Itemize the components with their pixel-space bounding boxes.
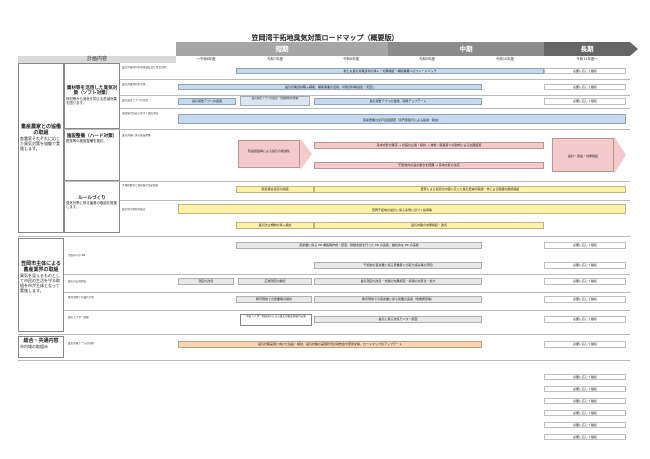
- phase-long: 長期: [544, 42, 630, 56]
- bar-17-cont: 必要に応じて継続: [544, 242, 626, 249]
- bar-6-cont: 必要に応じて継続: [544, 98, 626, 105]
- bar-20: 広域測定の継続: [238, 278, 312, 285]
- bar-12: 環境保全協定の締結: [236, 186, 314, 193]
- item-8: 市民等への PR: [68, 254, 86, 257]
- bar-9: 基本方針の策定 → 計画の立案・検討 → 技術・脱臭者への助成による全面設置: [314, 142, 544, 149]
- year-4: 令和10年度: [496, 57, 514, 61]
- bar-15: 臭気防止規制の導入検討: [236, 222, 314, 229]
- bar-18-cont: 必要に応じて継続: [544, 262, 626, 269]
- bar-26-cont: 必要に応じて継続: [544, 341, 626, 348]
- bar-26: 臭気対策実施に向けた協議・検討、臭気対策の実施状況の報告会や意見交換、ロードマッ…: [178, 341, 482, 348]
- bar-17: 畜産業に係る PR 看板等作成・配置、移動支援を行った PR の実施、継続的な …: [236, 242, 482, 249]
- cont-a: 必要に応じて継続: [544, 374, 626, 380]
- cont-c: 必要に応じて継続: [544, 398, 626, 404]
- item-6: 大規模農家と環境保全協定締結: [122, 184, 159, 187]
- item-12: 臭気対策チームの活動: [68, 342, 94, 345]
- section-common: 総合・共通内容市内域の取組み: [18, 336, 64, 358]
- cont-f: 必要に応じて継続: [544, 434, 626, 440]
- phase-short: 短期: [176, 42, 388, 56]
- bar-21: 臭気測定の改善・対策の効果調査・情報の共有化・拡大: [314, 278, 482, 285]
- bar-11: 設計・建設・効果検証: [552, 138, 614, 172]
- cont-d: 必要に応じて継続: [544, 410, 626, 416]
- bar-13: 農家による協定の内容に沿った臭気低減の取組・市による取組の確認検証: [314, 186, 626, 193]
- bar-18: 干拓地の畜産業に係る農業者との取り組み等の周知: [314, 262, 482, 269]
- item-4: 環境保全協定に基づく臭気測定: [122, 112, 159, 115]
- item-2: 臭気対策資材の活用: [122, 83, 146, 86]
- bar-5: 臭気報告アプリの改善・管理体制の整備: [240, 96, 310, 106]
- year-2: 令和8年度: [343, 57, 359, 61]
- phase-arrow-head: [630, 42, 638, 56]
- item-7: 臭気防止規制の検討: [122, 208, 146, 211]
- bar-19: 測定の改善: [178, 278, 234, 285]
- item-10: 教育現場での臭気学習: [68, 296, 94, 299]
- bar-25: 臭気に係る市民モニター調査: [314, 316, 482, 323]
- item-1: 臭気対策資材の効果検証及び普及活用: [122, 66, 167, 69]
- bar-16: 臭気対策の効果検証・改善: [314, 222, 544, 229]
- year-5: 令和11年度～: [576, 57, 598, 61]
- content-header: 計画内容: [18, 56, 176, 63]
- bar-23-cont: 必要に応じて継続: [544, 296, 626, 303]
- year-0: ～令和6年度: [196, 57, 216, 61]
- bar-21-cont: 必要に応じて継続: [544, 278, 626, 285]
- bar-22: 教育現場での授業等の検討: [236, 296, 312, 303]
- bar-8-head: [300, 138, 312, 170]
- bar-24: 市民モニター制度導入による臭気の確認調査の実施: [240, 314, 312, 326]
- section-city: 笠岡市主体による畜産業界の取組臭気を見えるものとして市民の生活を守る取組を市が主…: [18, 238, 64, 332]
- bar-4: 臭気報告アプリの運用: [178, 98, 236, 105]
- bar-1: 新たな臭気対策資材の導入・効果検証・補助事業へのフィードバック: [236, 68, 544, 74]
- page-title: 笠岡湾干拓地臭気対策ロードマップ（概要版）: [251, 34, 399, 42]
- year-1: 令和7年度: [267, 57, 283, 61]
- item-5: 臭気対策に係る施設整備: [122, 134, 151, 137]
- bar-10: 干拓地内の臭の動きを把握 → 基本方針の決定: [314, 162, 544, 169]
- sub-hard: 施設整備（ハード対策）脱臭等の施設整備を検討。: [64, 129, 120, 181]
- item-3: 臭気報告アプリの活用: [122, 99, 148, 102]
- item-11: 臭気モニター調査: [68, 316, 89, 319]
- cont-b: 必要に応じて継続: [544, 386, 626, 392]
- year-3: 令和9年度: [419, 57, 435, 61]
- bar-3-cont: 必要に応じて継続: [544, 84, 626, 90]
- bar-3: 臭気対策資材購入補助、補助事業の活用、対象資材等追加・見直し: [178, 84, 482, 90]
- section-farmers: 畜産農家との協働の取組各農家それぞれに応じた臭気対策を協働で実践します。: [18, 63, 64, 233]
- bar-7: 畜産農業の全戸巡回調査（専門家随行による指導・助言）: [178, 114, 626, 124]
- phase-mid: 中期: [388, 42, 544, 56]
- bar-14: 笠岡干拓地の臭気に係る条例に基づく指導等: [178, 204, 626, 214]
- item-9: 臭気の広域測定: [68, 280, 87, 283]
- sub-soft: 資材等を活用した臭気対策（ソフト対策）資材等から臭気を抑える低減効果を図ります。: [64, 63, 120, 129]
- sub-rule: ルールづくり臭気対策に係る畜産の取組を推進します。: [64, 181, 120, 233]
- bar-6: 臭気報告アプリの運用、随時アップデート: [314, 98, 482, 105]
- bar-25-cont: 必要に応じて継続: [544, 316, 626, 323]
- bar-11-head: [614, 136, 626, 174]
- bar-23: 教育現場での畜産業に係る授業の実施（危機発見等）: [314, 296, 482, 303]
- bar-2: 必要に応じて継続: [544, 68, 626, 74]
- bar-8: 防臭施設等による臭気の削減化: [238, 140, 300, 168]
- cont-e: 必要に応じて継続: [544, 422, 626, 428]
